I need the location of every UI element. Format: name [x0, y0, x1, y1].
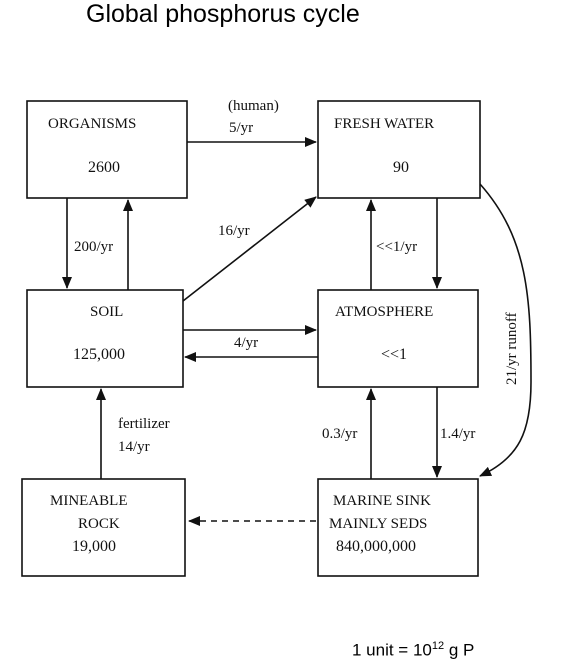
flow-label-runoff: 21/yr runoff — [504, 312, 520, 385]
flow-label-fertilizer-rate: 14/yr — [118, 439, 150, 455]
box-mineable-rock: MINEABLE ROCK 19,000 — [21, 478, 186, 577]
flow-label-marine-atmosphere: 0.3/yr — [322, 426, 357, 442]
flow-label-soil-atmosphere: 4/yr — [234, 335, 258, 351]
flow-label-human-rate: 5/yr — [229, 120, 253, 136]
unit-note-prefix: 1 unit = 10 — [352, 640, 432, 660]
marine-sink-value: 840,000,000 — [336, 538, 416, 555]
organisms-value: 2600 — [88, 159, 120, 176]
flow-label-atmosphere-freshwater: <<1/yr — [376, 239, 417, 255]
box-soil: SOIL 125,000 — [26, 289, 184, 388]
box-marine-sink: MARINE SINK MAINLY SEDS 840,000,000 — [317, 478, 479, 577]
flow-label-human: (human) — [228, 98, 279, 114]
fresh-water-label: FRESH WATER — [334, 116, 434, 132]
mineable-rock-label-line1: MINEABLE — [50, 493, 128, 509]
soil-value: 125,000 — [73, 346, 125, 363]
mineable-rock-label-line2: ROCK — [78, 516, 120, 532]
unit-note: 1 unit = 1012 g P — [352, 640, 474, 661]
flow-label-atmosphere-marine: 1.4/yr — [440, 426, 475, 442]
unit-note-suffix: g P — [444, 640, 475, 660]
box-atmosphere: ATMOSPHERE <<1 — [317, 289, 479, 388]
atmosphere-value: <<1 — [381, 346, 407, 363]
mineable-rock-value: 19,000 — [72, 538, 116, 555]
arrow-freshwater-runoff-to-marine — [479, 183, 532, 477]
unit-note-exponent: 12 — [431, 640, 445, 652]
fresh-water-value: 90 — [393, 159, 409, 176]
arrow-soil-to-freshwater — [182, 196, 317, 302]
flow-label-fertilizer: fertilizer — [118, 416, 170, 432]
flow-label-soil-freshwater: 16/yr — [218, 223, 250, 239]
organisms-label: ORGANISMS — [48, 116, 136, 132]
box-organisms: ORGANISMS 2600 — [26, 100, 188, 199]
atmosphere-label: ATMOSPHERE — [335, 304, 433, 320]
marine-sink-label-line2: MAINLY SEDS — [329, 516, 427, 532]
diagram-title: Global phosphorus cycle — [86, 0, 360, 28]
marine-sink-label-line1: MARINE SINK — [333, 493, 431, 509]
soil-label: SOIL — [90, 304, 123, 320]
box-fresh-water: FRESH WATER 90 — [317, 100, 481, 199]
flow-label-organisms-soil: 200/yr — [74, 239, 113, 255]
